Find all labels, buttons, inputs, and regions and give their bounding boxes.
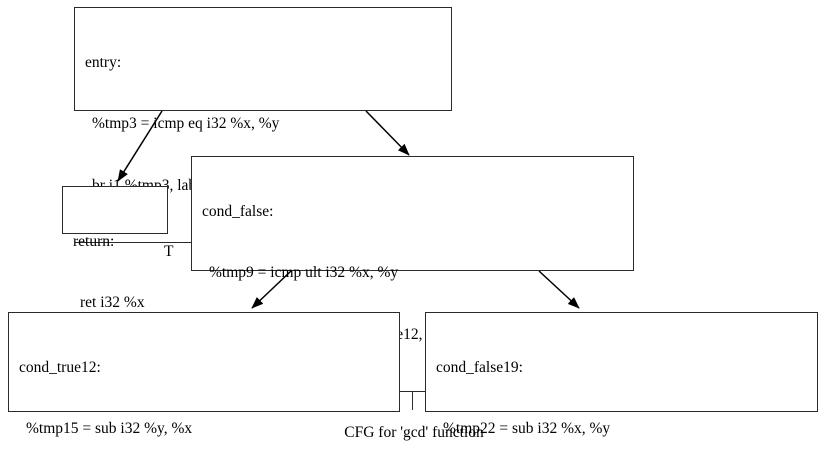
node-cond-false[interactable]: cond_false: %tmp9 = icmp ult i32 %x, %y … xyxy=(191,156,634,410)
node-cond-false-label: cond_false: xyxy=(202,202,274,220)
node-cond-false19-instruction-0: %tmp22 = sub i32 %x, %y xyxy=(443,420,611,438)
node-entry-instruction-0: %tmp3 = icmp eq i32 %x, %y xyxy=(92,115,280,133)
node-return[interactable]: return: ret i32 %x xyxy=(62,186,168,311)
node-return-body: return: ret i32 %x xyxy=(63,187,167,360)
graph-caption: CFG for 'gcd' function xyxy=(344,424,484,441)
node-cond-true12[interactable]: cond_true12: %tmp15 = sub i32 %y, %x %tm… xyxy=(8,312,400,437)
node-cond-false-instruction-0: %tmp9 = icmp ult i32 %x, %y xyxy=(209,264,399,282)
node-cond-false19-body: cond_false19: %tmp22 = sub i32 %x, %y %t… xyxy=(426,313,817,452)
node-cond-true12-body: cond_true12: %tmp15 = sub i32 %y, %x %tm… xyxy=(9,313,399,452)
node-entry-label: entry: xyxy=(85,53,122,71)
node-entry[interactable]: entry: %tmp3 = icmp eq i32 %x, %y br i1 … xyxy=(74,7,452,261)
node-cond-true12-label: cond_true12: xyxy=(19,358,101,376)
node-cond-false19[interactable]: cond_false19: %tmp22 = sub i32 %x, %y %t… xyxy=(425,312,818,437)
node-entry-port-true[interactable]: T xyxy=(164,242,174,260)
node-return-label: return: xyxy=(73,232,115,250)
node-cond-false19-label: cond_false19: xyxy=(436,358,523,376)
node-return-instruction-0: ret i32 %x xyxy=(80,294,145,312)
node-cond-true12-instruction-0: %tmp15 = sub i32 %y, %x xyxy=(26,420,193,438)
